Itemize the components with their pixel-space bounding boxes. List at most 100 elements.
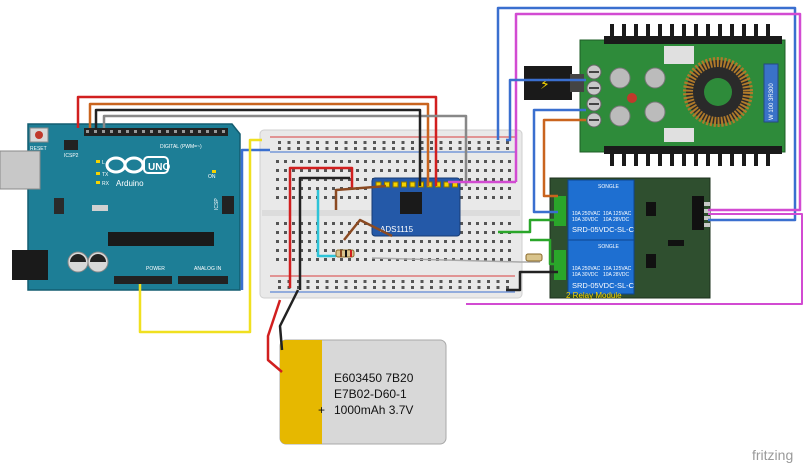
breadboard-hole (452, 160, 455, 163)
breadboard-hole (324, 231, 327, 234)
wire-blue-left (240, 148, 270, 290)
breadboard-hole (460, 169, 463, 172)
ads1115-module: ADS1115 (371, 177, 461, 237)
header-pin (166, 130, 169, 133)
breadboard-rail-hole (373, 280, 376, 283)
breadboard-hole (364, 249, 367, 252)
header-pin (94, 130, 97, 133)
battery-line-3: 1000mAh 3.7V (334, 403, 413, 417)
adc-pin (401, 181, 407, 188)
header-pin (102, 130, 105, 133)
breadboard-hole (500, 187, 503, 190)
breadboard-hole (404, 240, 407, 243)
heatsink-fin (658, 24, 662, 42)
breadboard-rail-hole (373, 141, 376, 144)
breadboard-hole (292, 249, 295, 252)
header-pin (190, 130, 193, 133)
wire-red-battery (288, 166, 354, 288)
breadboard-hole (500, 196, 503, 199)
wire-black-relay (506, 270, 558, 292)
breadboard-hole (308, 160, 311, 163)
breadboard-hole (476, 160, 479, 163)
breadboard-rail-hole (354, 147, 357, 150)
breadboard-hole (508, 196, 511, 199)
analog-label: ANALOG IN (194, 266, 222, 272)
adc-pin (392, 181, 399, 188)
breadboard-rail-hole (382, 280, 386, 283)
breadboard-rail-hole (278, 141, 281, 144)
breadboard-hole (340, 196, 343, 199)
breadboard-hole (332, 258, 335, 261)
heatsink-fin (670, 24, 674, 42)
breadboard-hole (372, 169, 375, 172)
breadboard-hole (332, 249, 335, 252)
ic-chip (664, 128, 694, 142)
breadboard-rail-hole (344, 280, 348, 283)
breadboard-hole (332, 240, 335, 243)
breadboard-rail-hole (439, 147, 443, 150)
ic-chip (664, 46, 694, 64)
wire-magenta-top (514, 12, 802, 212)
heatsink-fin (730, 24, 734, 42)
breadboard-hole (404, 160, 407, 163)
breadboard-hole (492, 258, 495, 261)
breadboard-hole (292, 240, 295, 243)
breadboard-hole (468, 160, 471, 163)
breadboard-hole (404, 249, 407, 252)
breadboard-hole (324, 240, 327, 243)
breadboard-hole (460, 178, 463, 181)
breadboard-hole (388, 249, 391, 252)
breadboard-hole (348, 258, 351, 261)
header-pin (86, 130, 89, 133)
heatsink-bar (604, 36, 782, 44)
wire-orange-top (88, 102, 430, 186)
breadboard-rail-hole (468, 141, 471, 144)
breadboard-hole (420, 169, 423, 172)
arduino-logo (105, 156, 169, 174)
breadboard-hole (356, 160, 359, 163)
breadboard-rail-hole (316, 147, 319, 150)
breadboard-rail-hole (401, 286, 405, 289)
breadboard-hole (324, 160, 327, 163)
breadboard-rail-hole (496, 141, 500, 144)
buck-converter: ⚡ W 100 3R300 (524, 24, 786, 166)
breadboard-hole (276, 258, 279, 261)
breadboard-rail-hole (278, 280, 281, 283)
breadboard-hole (484, 240, 487, 243)
breadboard-rail-hole (439, 141, 443, 144)
power-header (114, 276, 172, 284)
breadboard-hole (380, 169, 383, 172)
breadboard-hole (356, 231, 359, 234)
breadboard-rail-hole (325, 286, 329, 289)
microcontroller-chip (108, 232, 214, 246)
breadboard-hole (508, 249, 511, 252)
breadboard-hole (340, 240, 343, 243)
breadboard-hole (364, 178, 367, 181)
breadboard-hole (476, 187, 479, 190)
breadboard-hole (300, 240, 303, 243)
breadboard-hole (300, 222, 303, 225)
breadboard-hole (468, 249, 471, 252)
breadboard-hole (452, 169, 455, 172)
breadboard-rail-hole (477, 147, 481, 150)
breadboard-hole (508, 240, 511, 243)
breadboard-rail-hole (458, 141, 462, 144)
power-jack (12, 250, 48, 280)
relay2-model: SRD-05VDC-SL-C (572, 281, 635, 290)
breadboard-rail-hole (392, 286, 395, 289)
breadboard-rail-hole (439, 280, 443, 283)
breadboard-hole (284, 249, 287, 252)
relay-header-pin (704, 216, 710, 220)
breadboard-hole (356, 169, 359, 172)
breadboard-hole (444, 169, 447, 172)
breadboard-hole (484, 187, 487, 190)
resistor-2 (525, 253, 543, 262)
breadboard-rail-hole (335, 147, 338, 150)
breadboard-hole (324, 196, 327, 199)
breadboard-hole (332, 196, 335, 199)
breadboard-hole (500, 160, 503, 163)
heatsink-fin (754, 24, 758, 42)
breadboard-hole (484, 160, 487, 163)
breadboard-hole (492, 231, 495, 234)
breadboard-hole (308, 240, 311, 243)
